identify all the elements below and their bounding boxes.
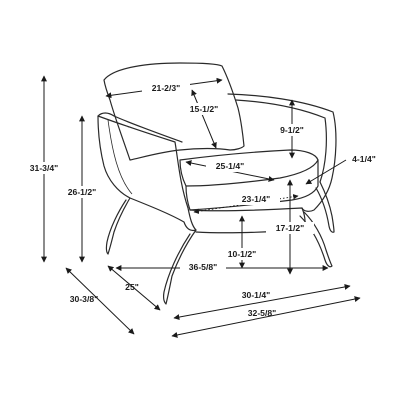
label-bg-arm-height: [60, 186, 104, 198]
left-arm-shell: [97, 115, 197, 232]
label-bg-back-cushion-width: [142, 82, 190, 94]
label-inner-width: 30-1/4": [242, 290, 270, 300]
label-seat-front-depth: 25-1/4": [216, 161, 244, 171]
seat-width-line: [193, 194, 299, 214]
label-overall-width: 32-5/8": [248, 308, 276, 318]
label-bg-seat-to-floor: [266, 222, 314, 234]
label-seat-height: 10-1/2": [228, 249, 256, 259]
inner-width-line: [173, 284, 351, 320]
label-bg-leg-span: [180, 261, 226, 273]
overall-depth-line: [65, 267, 135, 335]
leg-front-right: [299, 211, 333, 268]
right-arm-inner: [235, 99, 327, 183]
label-overall-depth: 30-3/8": [70, 294, 98, 304]
dimension-labels: 31-3/4" 26-1/2" 30-3/8" 25" 32-5/8" 30-1…: [22, 82, 376, 318]
label-arm-rise: 9-1/2": [280, 125, 304, 135]
label-back-cushion-height: 15-1/2": [190, 104, 218, 114]
label-arm-depth: 4-1/4": [352, 154, 376, 164]
label-back-cushion-width: 21-2/3": [152, 83, 180, 93]
seat-depth-line: [107, 265, 161, 311]
label-seat-width: 23-1/4": [242, 194, 270, 204]
arm-depth-line: [305, 159, 347, 185]
label-bg-seat-front-depth: [206, 160, 254, 172]
label-bg-arm-rise: [270, 124, 314, 136]
label-arm-height: 26-1/2": [68, 187, 96, 197]
back-cushion: [103, 62, 245, 161]
leg-back-left: [105, 197, 131, 255]
label-bg-seat-width: [232, 193, 280, 205]
label-seat-to-floor: 17-1/2": [276, 223, 304, 233]
left-arm-inner-line: [107, 119, 133, 195]
left-arm-top-edge: [97, 112, 183, 143]
leg-front-left: [163, 229, 197, 305]
label-bg-overall-height: [22, 162, 66, 174]
leg-back-right: [315, 181, 335, 233]
label-overall-height: 31-3/4": [30, 163, 58, 173]
back-cushion-height-line: [191, 89, 217, 149]
label-bg-seat-height: [218, 248, 266, 260]
label-leg-span: 36-5/8": [189, 262, 217, 272]
label-seat-depth: 25": [125, 282, 139, 292]
label-bg-back-cushion-height: [180, 103, 228, 115]
